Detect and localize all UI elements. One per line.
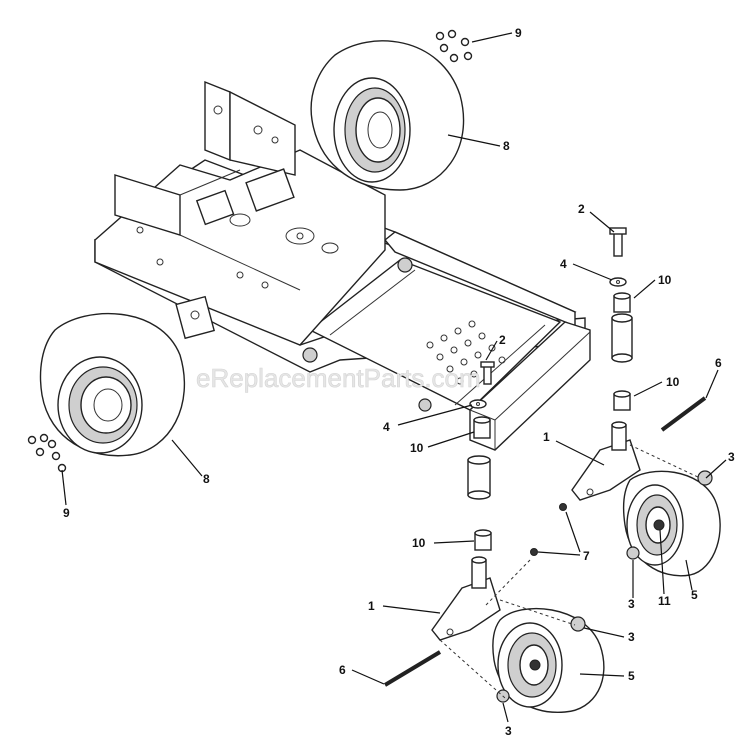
rear-tire-right [310,40,465,191]
callout-labels: 9 8 2 4 10 2 6 10 4 10 1 3 8 9 7 10 3 11… [63,26,735,738]
bolt-parts [480,227,627,385]
callout-11: 11 [658,594,671,608]
bushing-parts [473,292,631,551]
callout-10-left: 10 [412,536,426,550]
callout-7: 7 [583,549,590,563]
watermark: eReplacementParts.com [196,363,481,393]
callout-8-left: 8 [203,472,210,486]
callout-3-wheel-right: 3 [628,597,635,611]
leader-lines [61,32,727,723]
chassis-frame [94,80,633,500]
front-wheel-left [492,608,605,713]
washer-parts [469,277,627,409]
callout-1-right: 1 [543,430,550,444]
spindle-right [571,421,641,501]
callout-6-right: 6 [715,356,722,370]
lug-nut-parts [27,29,473,473]
callout-5-left: 5 [628,669,635,683]
callout-6-left: 6 [339,663,346,677]
callout-5-right: 5 [691,588,698,602]
callout-8-top: 8 [503,139,510,153]
spindle-left [431,556,501,641]
callout-4-right: 4 [560,257,567,271]
assembly-lines [439,444,701,699]
front-wheel-right [622,470,721,577]
callout-1-left: 1 [368,599,375,613]
callout-10-right: 10 [658,273,672,287]
rear-tire-left [39,312,185,457]
callout-10-mid: 10 [666,375,680,389]
axle-pin-parts [383,396,707,687]
callout-10-center: 10 [410,441,424,455]
callout-4-center: 4 [383,420,390,434]
callout-2-right: 2 [578,202,585,216]
callout-9-top: 9 [515,26,522,40]
callout-2-center: 2 [499,333,506,347]
callout-3-mid: 3 [628,630,635,644]
fitting-parts [530,503,567,556]
callout-3-bottom: 3 [505,724,512,738]
callout-3-right-top: 3 [728,450,735,464]
callout-9-left: 9 [63,506,70,520]
